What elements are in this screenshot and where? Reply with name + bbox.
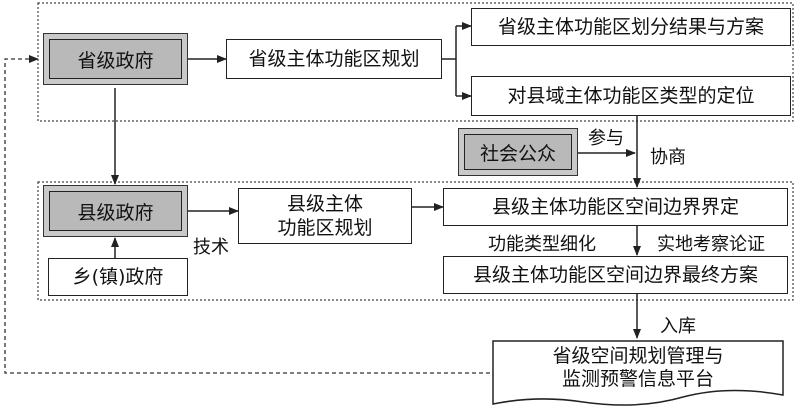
county-boundary-node: 县级主体功能区空间边界界定 (443, 188, 788, 226)
provincial-region (37, 2, 794, 122)
refine-label: 功能类型细化 (488, 234, 596, 255)
storage-label: 入库 (660, 316, 696, 337)
provincial-government-node: 省级政府 (43, 33, 188, 85)
consult-label: 协商 (650, 147, 686, 168)
county-type-positioning-node: 对县域主体功能区类型的定位 (471, 76, 791, 116)
participate-label: 参与 (588, 128, 624, 149)
provincial-government-label: 省级政府 (77, 49, 154, 72)
county-plan-node: 县级主体 功能区规划 (238, 188, 412, 244)
county-government-label: 县级政府 (77, 201, 154, 224)
county-region (37, 181, 794, 301)
public-node: 社会公众 (458, 128, 578, 176)
county-final-plan-node: 县级主体功能区空间边界最终方案 (443, 256, 788, 294)
township-government-node: 乡(镇)政府 (48, 258, 188, 296)
provincial-plan-node: 省级主体功能区规划 (226, 39, 442, 79)
platform-text: 省级空间规划管理与 监测预警信息平台 (552, 345, 724, 390)
tech-label: 技术 (193, 237, 229, 258)
survey-label: 实地考察论证 (657, 234, 765, 255)
feedback-arrow (4, 55, 497, 374)
public-label: 社会公众 (479, 142, 556, 165)
county-government-node: 县级政府 (43, 185, 188, 237)
provincial-result-node: 省级主体功能区划分结果与方案 (471, 8, 791, 46)
platform-shape (492, 340, 784, 406)
